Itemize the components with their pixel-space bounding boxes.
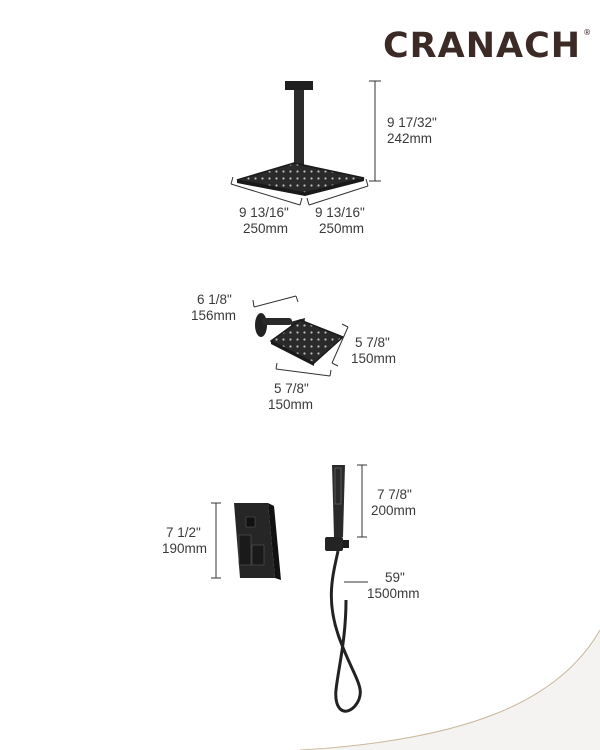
rain-width-inch: 9 13/16"	[315, 205, 365, 220]
registered-mark: ®	[583, 28, 593, 37]
wall-shower-head-drawing	[255, 313, 345, 366]
background-curve-line	[299, 629, 600, 750]
brand-logo: CRANACH®	[383, 26, 592, 66]
hose-length-inch: 59"	[385, 570, 405, 585]
rain-depth-mm: 250mm	[243, 221, 289, 236]
wall-arm-mm: 156mm	[191, 308, 237, 323]
handle-length-inch: 7 7/8"	[377, 487, 412, 502]
wall-bottom-mm: 150mm	[268, 397, 314, 412]
valve-dimension-lines	[211, 502, 221, 579]
wall-arm-inch: 6 1/8"	[197, 292, 232, 307]
rain-depth-inch: 9 13/16"	[239, 205, 289, 220]
background-curve	[300, 630, 600, 750]
rain-shower-head-drawing	[236, 81, 365, 196]
hose-length-mm: 1500mm	[367, 586, 420, 601]
wall-side-inch: 5 7/8"	[355, 335, 390, 350]
rain-height-mm: 242mm	[387, 131, 433, 146]
wall-head-dimension-lines	[252, 295, 349, 377]
rain-width-mm: 250mm	[319, 221, 365, 236]
wall-side-mm: 150mm	[351, 351, 397, 366]
wall-bottom-inch: 5 7/8"	[274, 381, 309, 396]
valve-height-mm: 190mm	[162, 541, 208, 556]
valve-height-inch: 7 1/2"	[166, 525, 201, 540]
rain-height-inch: 9 17/32"	[387, 115, 437, 130]
rain-dimension-lines	[230, 80, 381, 206]
mixer-valve-drawing	[234, 503, 281, 580]
hand-shower-dimension-lines	[344, 464, 368, 583]
handle-length-mm: 200mm	[371, 503, 417, 518]
brand-name: CRANACH	[383, 26, 582, 66]
hand-shower-drawing	[325, 465, 362, 713]
